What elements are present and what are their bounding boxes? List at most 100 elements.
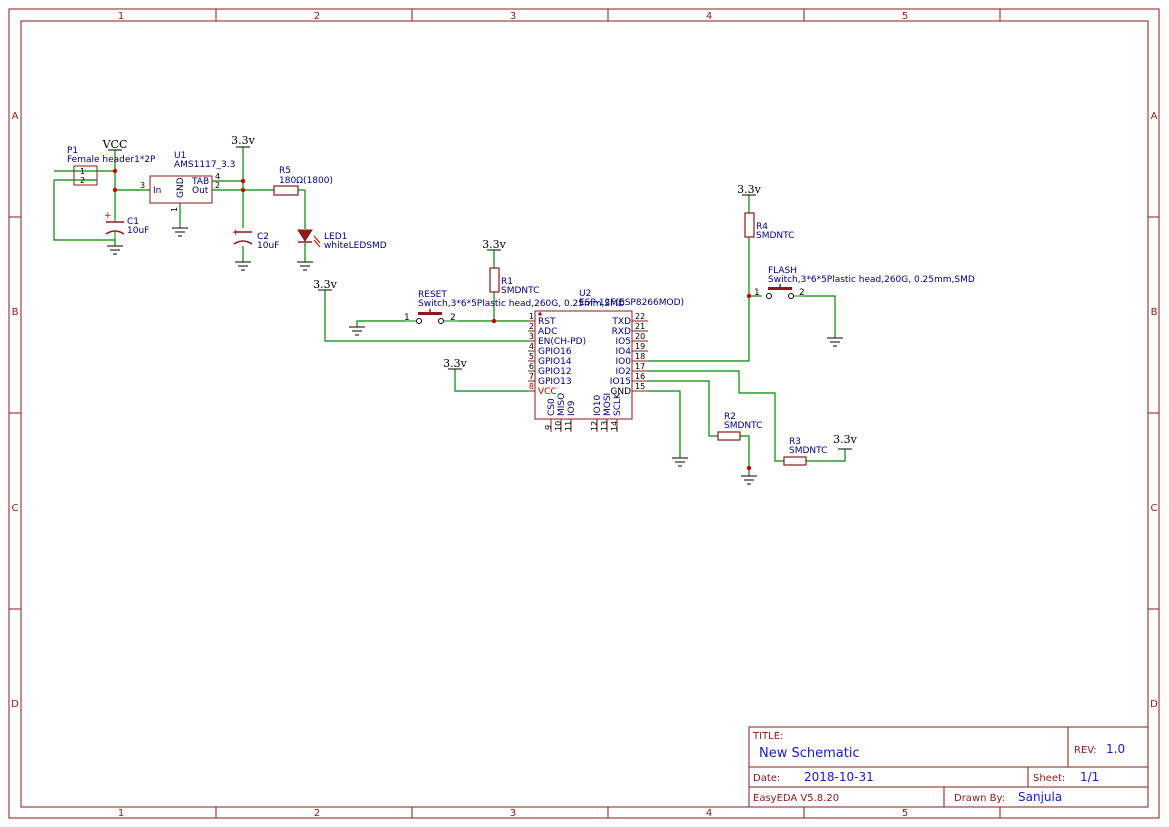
p1-ref: P1 [67, 146, 78, 156]
row-label-right: B [1151, 307, 1158, 318]
flash-pin2: 2 [799, 288, 805, 298]
wires [53, 147, 846, 476]
col-label-top: 1 [118, 11, 124, 22]
c2-value: 10uF [257, 241, 279, 251]
u2-pin-num: 5 [529, 352, 534, 361]
u2-pin-num: 8 [529, 382, 534, 391]
u2-pin-num: 15 [635, 382, 645, 391]
row-label-right: C [1151, 503, 1158, 514]
u2-value: ESP-12F(ESP8266MOD) [579, 298, 684, 308]
u2-pin-num: 14 [610, 421, 619, 431]
reset-pin1: 1 [404, 313, 410, 323]
tool-version: EasyEDA V5.8.20 [753, 793, 839, 804]
p1-pin1-num: 1 [80, 167, 85, 176]
power-symbols [108, 146, 852, 450]
u2-pin-num: 2 [529, 322, 534, 331]
u2-pin-name: ADC [538, 327, 557, 337]
r4-ref: R4 [756, 222, 768, 232]
col-label-top: 2 [314, 11, 320, 22]
col-label-bottom: 3 [510, 808, 516, 819]
drawn-by-value: Sanjula [1018, 790, 1062, 804]
c1-ref: C1 [127, 217, 139, 227]
col-label-top: 3 [510, 11, 516, 22]
title-label: TITLE: [752, 731, 783, 742]
col-label-bottom: 1 [118, 808, 124, 819]
u2-pin-name: EN(CH-PD) [538, 337, 586, 347]
ground-icon [349, 326, 365, 336]
u2-pin-name: IO0 [616, 357, 632, 367]
title-block: TITLE: New Schematic REV: 1.0 Date: 2018… [748, 726, 1149, 808]
u2-pin-num: 3 [529, 332, 534, 341]
reset-ref: RESET [418, 290, 447, 300]
row-label-left: D [11, 699, 19, 710]
c1-polarity: + [104, 211, 112, 221]
flash-ref: FLASH [768, 266, 797, 276]
row-label-left: A [12, 111, 19, 122]
outer-border [8, 8, 1160, 819]
date-value: 2018-10-31 [804, 770, 874, 784]
led1: LED1 whiteLEDSMD [297, 229, 387, 251]
u2-pin-num: 1 [529, 312, 534, 321]
r5-ref: R5 [279, 166, 291, 176]
u2-pin-name: IO9 [567, 400, 577, 416]
reset-switch: RESET Switch,3*6*5Plastic head,260G, 0.2… [404, 290, 625, 324]
led1-value: whiteLEDSMD [324, 241, 387, 251]
r3-ref: R3 [789, 437, 801, 447]
u1-ref: U1 [174, 151, 186, 161]
flash-pin1: 1 [754, 288, 760, 298]
rev-label: REV: [1074, 745, 1097, 756]
c2-capacitor [233, 231, 253, 245]
u2-pin-name: RXD [612, 327, 631, 337]
u2-pin-num: 16 [635, 372, 645, 381]
row-label-right: D [1150, 699, 1158, 710]
u1-pin-tab: TAB [191, 177, 209, 187]
sheet-frame [8, 8, 1160, 819]
ground-symbols [107, 227, 843, 485]
u2-pin-name: GPIO13 [538, 377, 572, 387]
u2-pin-num: 21 [635, 322, 645, 331]
u2-pin-num: 18 [635, 352, 645, 361]
u2-pin-name-gnd: GND [610, 387, 631, 397]
vcc-power-label: VCC [102, 138, 128, 151]
drawn-by-label: Drawn By: [954, 793, 1005, 804]
col-label-top: 4 [706, 11, 712, 22]
u1-num-in: 3 [140, 181, 145, 190]
u2-pin-name: GPIO16 [538, 347, 572, 357]
ground-icon [235, 261, 251, 271]
row-label-left: B [12, 307, 19, 318]
u2-pin-name: CS0 [547, 398, 557, 416]
u1-num-gnd: 1 [170, 207, 179, 212]
u2-pin-num: 9 [544, 425, 553, 430]
row-label-right: A [1151, 111, 1158, 122]
u2-pin-name: GPIO12 [538, 367, 572, 377]
r4-resistor: R4 SMDNTC [744, 212, 794, 241]
u2-pin-name: TXD [611, 317, 631, 327]
u1-pin-out: Out [192, 186, 209, 196]
reset-value: Switch,3*6*5Plastic head,260G, 0.25mm,SM… [418, 299, 625, 309]
u2-pin-name: MOSI [603, 393, 613, 416]
ground-icon [741, 475, 757, 485]
u2-pin-name: RST [538, 317, 556, 327]
u2-pin-name: IO4 [616, 347, 632, 357]
p1-pin2-num: 2 [80, 176, 85, 185]
col-label-bottom: 5 [902, 808, 908, 819]
u2-ref: U2 [579, 289, 591, 299]
col-label-bottom: 2 [314, 808, 320, 819]
date-label: Date: [753, 773, 780, 784]
u2-pin-num: 12 [590, 421, 599, 431]
col-label-bottom: 4 [706, 808, 712, 819]
rev-value: 1.0 [1106, 742, 1125, 756]
p1-value: Female header1*2P [67, 155, 156, 165]
flash-switch: FLASH Switch,3*6*5Plastic head,260G, 0.2… [754, 266, 975, 299]
u1-regulator: U1 AMS1117_3.3 In TAB Out GND 3 4 2 1 [140, 151, 235, 212]
u1-num-tab: 4 [215, 172, 220, 181]
u2-pin-name-vcc: VCC [538, 387, 557, 397]
c1-value: 10uF [127, 226, 149, 236]
r1-value: SMDNTC [501, 286, 539, 296]
u2-pin-num: 10 [554, 421, 563, 431]
ground-icon [172, 227, 188, 237]
u2-pin-name: IO2 [616, 367, 631, 377]
r2-ref: R2 [724, 412, 736, 422]
u2-pin-num: 4 [529, 342, 534, 351]
